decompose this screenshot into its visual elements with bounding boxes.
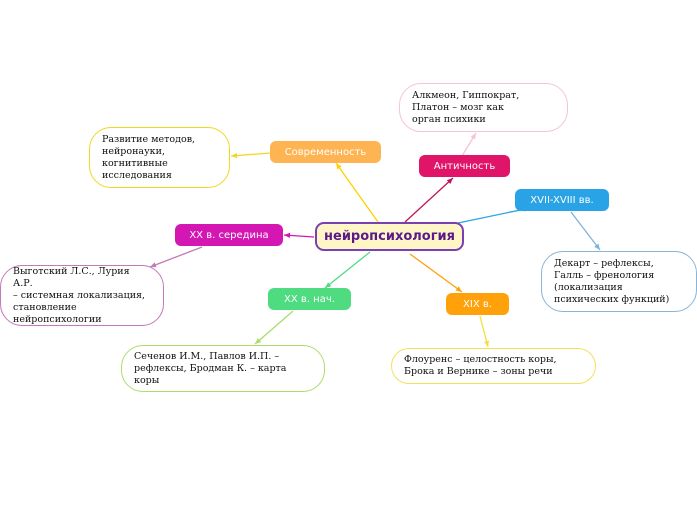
link-17-18-note [570,211,601,251]
note-antiquity[interactable]: Алкмеон, Гиппократ, Платон – мозг как ор… [399,83,568,132]
link-20-start-note [254,310,294,345]
central-node[interactable]: нейропсихология [315,222,464,251]
link-19-note [479,315,490,348]
note-modern[interactable]: Развитие методов, нейронауки, когнитивны… [89,127,230,188]
link-central-20-start [324,251,371,289]
link-antiquity-note [461,132,477,157]
topic-20-century-middle[interactable]: XX в. середина [175,224,283,246]
note-19-century[interactable]: Флоуренс – целостность коры, Брока и Вер… [391,348,596,384]
topic-modern[interactable]: Современность [270,141,381,163]
link-central-19 [409,253,463,293]
link-central-modern [335,162,379,223]
link-20-mid-note [149,246,203,268]
link-central-antiquity [404,177,454,223]
topic-17-18-century[interactable]: XVII-XVIII вв. [515,189,609,211]
topic-antiquity[interactable]: Античность [419,155,510,177]
link-central-20-mid [283,232,315,238]
topic-20-century-start[interactable]: XX в. нач. [268,288,351,310]
note-20-century-middle[interactable]: Выготский Л.С., Лурия А.Р. – системная л… [0,265,164,326]
note-20-century-start[interactable]: Сеченов И.М., Павлов И.П. – рефлексы, Бр… [121,345,325,392]
link-modern-note [230,152,272,159]
note-17-18-century[interactable]: Декарт – рефлексы, Галль – френология (л… [541,251,697,312]
topic-19-century[interactable]: XIX в. [446,293,509,315]
